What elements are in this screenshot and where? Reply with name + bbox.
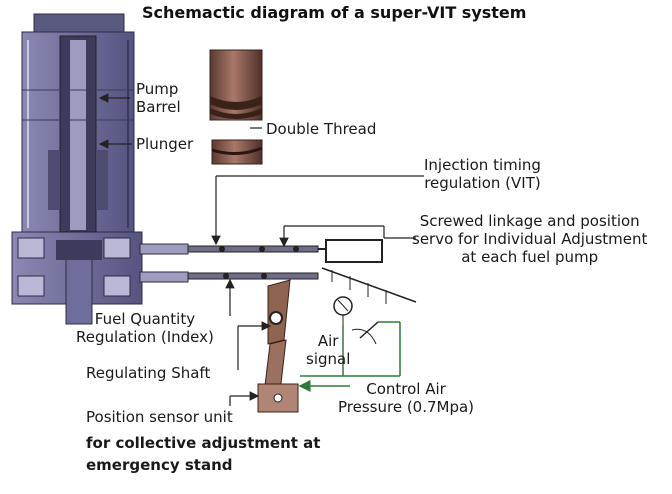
label-regulating-shaft: Regulating Shaft [86,364,211,382]
double-thread-drawing [209,49,263,165]
label-double-thread: Double Thread [266,120,377,138]
regulating-lever [257,279,299,413]
fuel-pump-body [11,13,143,325]
air-circuit [298,267,417,392]
diagram-title: Schemactic diagram of a super-VIT system [142,3,527,22]
label-plunger: Plunger [136,135,194,153]
leader-lines [98,93,424,406]
rack-rods [139,239,383,283]
label-position-sensor: Position sensor unit [86,408,233,426]
